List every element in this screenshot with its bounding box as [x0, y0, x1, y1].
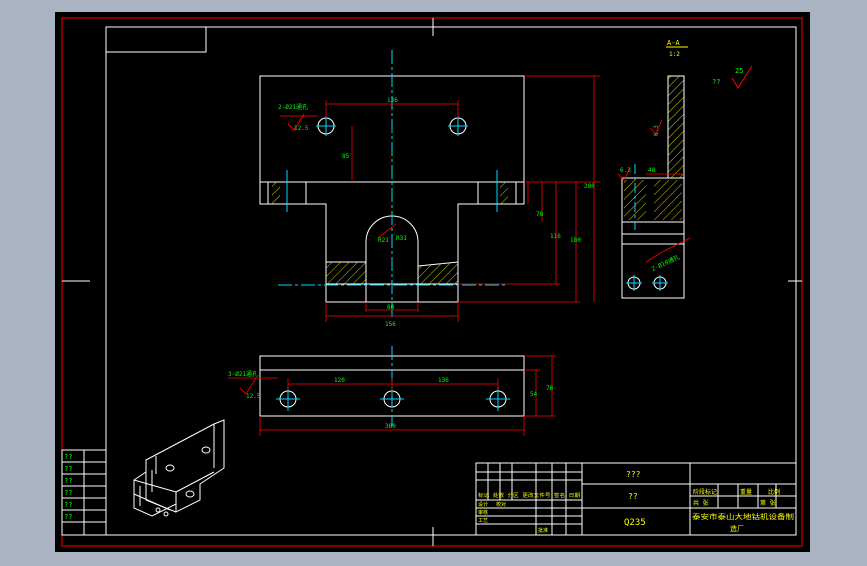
section-upper-plate	[667, 75, 685, 179]
hatch-right	[417, 261, 459, 285]
approver-label: 审核	[478, 509, 488, 516]
sheet-number: 第 张	[760, 499, 776, 507]
side-view-body	[621, 221, 685, 299]
general-roughness-symbol	[731, 65, 753, 89]
material: Q235	[624, 518, 646, 528]
side-roughness: 6.3	[653, 125, 660, 136]
bottom-view[interactable]: 3-Ø21通孔 12.5 120 136 380 54 78	[228, 346, 556, 436]
weight-label: 重量	[740, 488, 752, 496]
section-label: A-A	[667, 39, 680, 47]
dim-bottom-h1: 54	[530, 391, 538, 398]
revision-row-2: ??	[64, 465, 72, 473]
dim-bottom-h2: 78	[546, 385, 554, 392]
approval-label: 批准	[538, 527, 548, 534]
bottom-roughness: 12.5	[246, 393, 261, 400]
bottom-hole-callout: 3-Ø21通孔	[228, 370, 258, 378]
dim-h2: 116	[550, 233, 561, 240]
front-view[interactable]: 2-Ø21通孔 12.5 136 85 R21 R31 80 156 78 11…	[259, 50, 600, 328]
drawing-number: ??	[628, 492, 638, 501]
general-roughness-value: 25	[735, 67, 743, 75]
scale-label: 比例	[768, 488, 780, 496]
dim-bottom-width: 380	[385, 423, 396, 430]
checker-label: 校对	[496, 501, 506, 508]
dim-h1: 78	[536, 211, 544, 218]
code-box	[105, 26, 207, 53]
dim-hole-spacing: 136	[387, 97, 398, 104]
dim-side-thickness: 48	[648, 167, 656, 174]
outer-border	[61, 17, 803, 547]
general-roughness-mark: ??	[712, 78, 720, 86]
sheet-count: 共 张	[693, 499, 709, 507]
dim-bottom-spacing-1: 120	[334, 377, 345, 384]
isometric-view[interactable]	[133, 419, 225, 517]
dim-total-height: 280	[584, 183, 595, 190]
company-name-line1: 泰安市泰山大地钴机设备制	[692, 512, 794, 521]
designer-label: 设计	[478, 501, 488, 508]
side-roughness-2: 6.3	[620, 167, 631, 174]
revision-block: ?? ?? ?? ?? ?? ??	[61, 449, 107, 536]
dim-lower-width: 156	[385, 321, 396, 328]
revision-row-6: ??	[64, 513, 72, 521]
section-scale: 1:2	[669, 51, 680, 58]
dim-slot-width: 80	[387, 304, 395, 311]
dim-slot-r2: R31	[396, 235, 407, 242]
revision-row-1: ??	[64, 453, 72, 461]
revision-row-3: ??	[64, 477, 72, 485]
front-roughness-value: 12.5	[294, 125, 309, 132]
roughness-symbol-hole	[287, 113, 305, 131]
process-label: 工艺	[478, 518, 488, 524]
revision-row-5: ??	[64, 501, 72, 509]
part-name: ???	[626, 470, 641, 479]
dim-h3: 180	[570, 237, 581, 244]
hatch-left	[325, 261, 367, 285]
title-block: ??? ?? Q235 标记 处数 分区 更改文件号 签名 日期 设计 校对 审…	[475, 462, 797, 536]
dim-slot-r1: R21	[378, 237, 389, 244]
dim-hole-height: 85	[342, 153, 350, 160]
header-row: 标记 处数 分区 更改文件号 签名 日期	[478, 492, 580, 499]
stage-label: 阶段标记	[693, 488, 717, 496]
company-name-line2: 造厂	[730, 524, 744, 533]
revision-row-4: ??	[64, 489, 72, 497]
dim-bottom-spacing-2: 136	[438, 377, 449, 384]
front-hole-callout: 2-Ø21通孔	[278, 103, 308, 111]
